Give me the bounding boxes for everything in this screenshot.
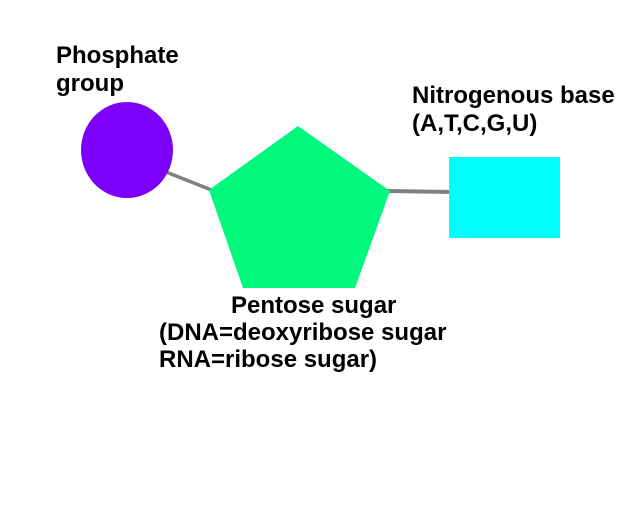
phosphate-group-circle [81, 102, 173, 198]
phosphate-group-label: Phosphate group [56, 42, 179, 98]
nitrogenous-base-rect [449, 157, 560, 238]
sugar-base-connector-line [387, 189, 454, 194]
pentose-sugar-label-line3: RNA=ribose sugar) [159, 346, 378, 373]
phosphate-group-label-line1: Phosphate [56, 42, 179, 69]
pentose-sugar-label-line1: Pentose sugar [231, 292, 397, 319]
pentose-sugar-pentagon [209, 126, 390, 288]
nitrogenous-base-label-line2: (A,T,C,G,U) [412, 110, 538, 137]
nitrogenous-base-label-line1: Nitrogenous base [412, 82, 615, 109]
pentose-sugar-label-line2: (DNA=deoxyribose sugar [159, 319, 447, 346]
nitrogenous-base-label: Nitrogenous base (A,T,C,G,U) [412, 82, 615, 138]
phosphate-group-label-line2: group [56, 70, 124, 97]
pentose-sugar-label: Pentose sugar (DNA=deoxyribose sugar RNA… [159, 292, 446, 373]
phosphate-sugar-connector-line [165, 170, 215, 193]
